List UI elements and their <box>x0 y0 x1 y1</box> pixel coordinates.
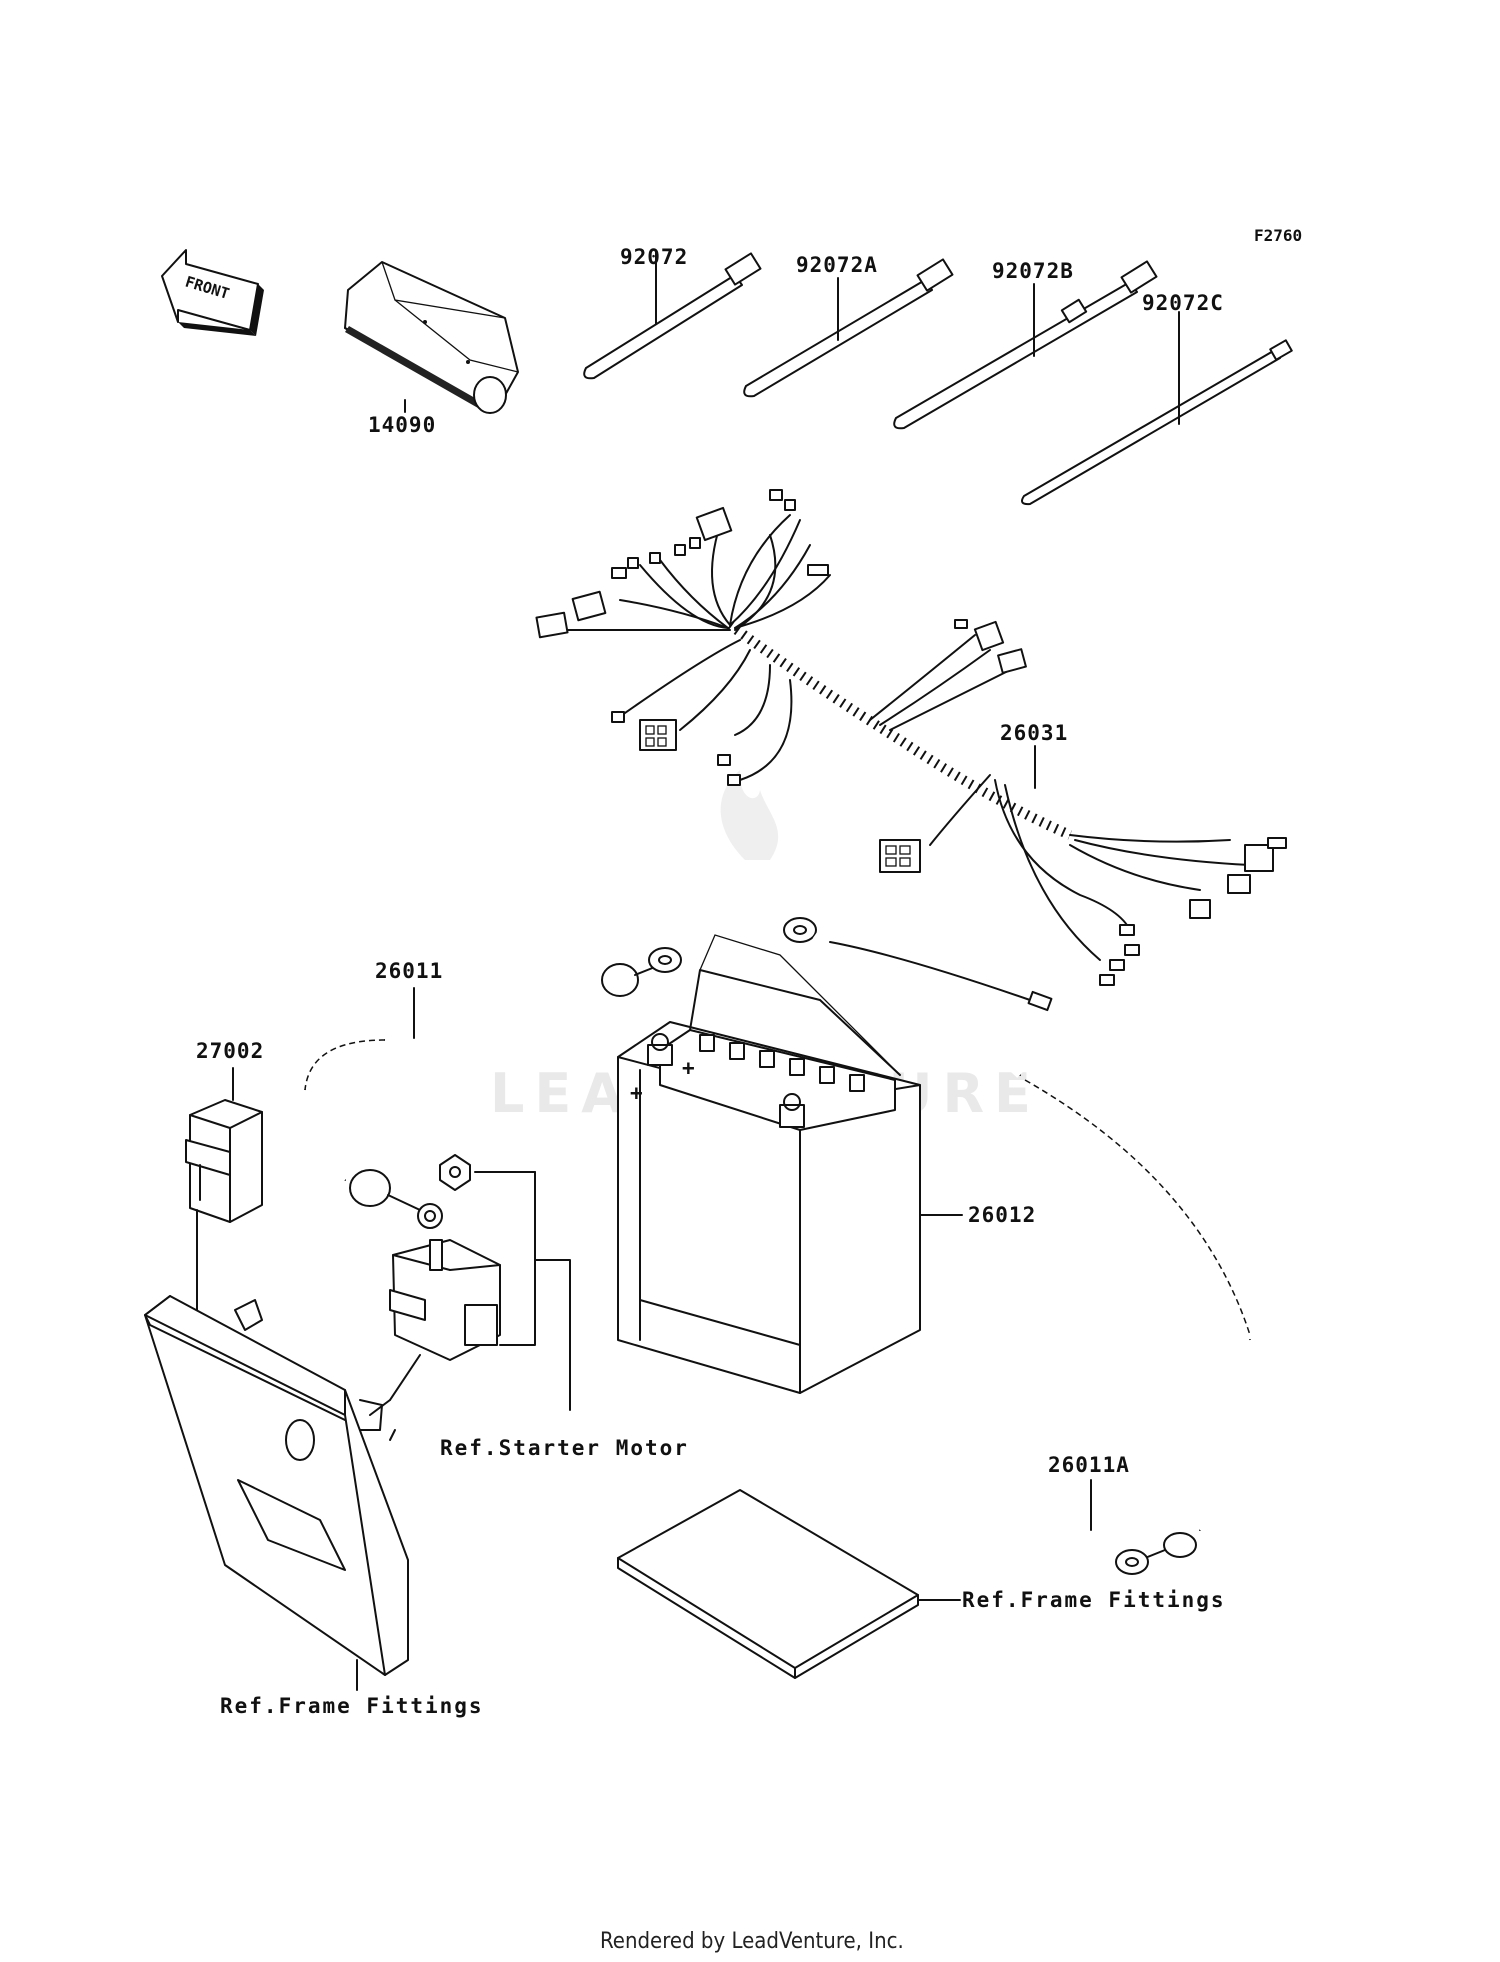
plus-symbol: + <box>682 1056 696 1080</box>
label-26012: 26012 <box>968 1203 1036 1227</box>
starter-relay <box>369 1154 571 1416</box>
ref-frame-fittings-right: Ref.Frame Fittings <box>962 1588 1226 1612</box>
cable-26011a <box>783 917 1256 1575</box>
cable-tie-92072a <box>743 258 954 398</box>
bracket-frame-left <box>144 1295 409 1691</box>
battery-cells <box>699 1034 865 1092</box>
label-92072c: 92072C <box>1142 291 1224 315</box>
label-27002: 27002 <box>196 1039 264 1063</box>
label-26011: 26011 <box>375 959 443 983</box>
label-92072b: 92072B <box>992 259 1074 283</box>
battery-26012: + + <box>617 934 963 1394</box>
front-arrow-icon: FRONT <box>161 249 264 336</box>
label-92072a: 92072A <box>796 253 878 277</box>
cable-tie-92072b <box>893 260 1158 430</box>
figure-code: F2760 <box>1254 226 1302 245</box>
plus-symbol-2: + <box>630 1081 644 1105</box>
label-26031: 26031 <box>1000 721 1068 745</box>
relay-27002 <box>185 1067 263 1311</box>
battery-pad <box>617 1489 961 1679</box>
cable-tie-92072c <box>1021 311 1293 506</box>
footer-credit: Rendered by LeadVenture, Inc. <box>600 1929 904 1954</box>
ref-frame-fittings-left: Ref.Frame Fittings <box>220 1694 484 1718</box>
cover-14090 <box>344 261 519 414</box>
label-92072: 92072 <box>620 245 688 269</box>
label-14090: 14090 <box>368 413 436 437</box>
wire-harness-26031 <box>535 489 1287 986</box>
ref-starter-motor: Ref.Starter Motor <box>440 1436 689 1460</box>
label-26011a: 26011A <box>1048 1453 1130 1477</box>
cable-tie-92072 <box>583 251 762 380</box>
cable-26011 <box>300 947 682 1229</box>
